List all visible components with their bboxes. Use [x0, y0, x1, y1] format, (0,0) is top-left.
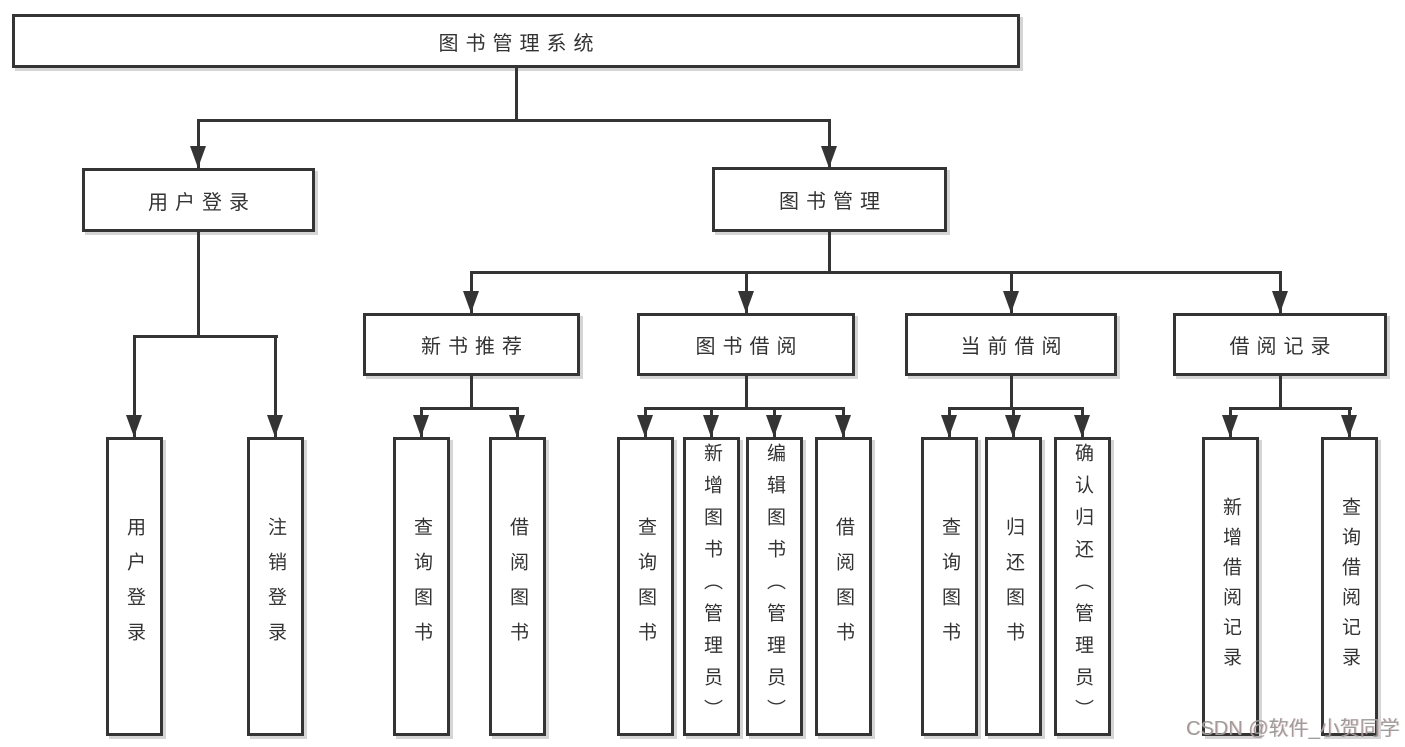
connector-currentborrow-stem	[1010, 376, 1013, 408]
connector-userlogin-stem	[197, 232, 200, 336]
connector-userlogin-branch	[133, 335, 278, 338]
leaf-borrow-books-recommend: 借阅图书	[489, 437, 546, 736]
arrowhead-down-icon	[1003, 291, 1019, 313]
leaf-query-borrow-record: 查询借阅记录	[1321, 437, 1378, 736]
connector-root-branch	[197, 119, 831, 122]
node-label: 当前借阅	[960, 336, 1069, 358]
node-label: 借阅记录	[1229, 336, 1338, 358]
arrowhead-down-icon	[821, 146, 837, 168]
node-book-management: 图书管理	[712, 167, 947, 232]
connector-borrowrecords-stem	[1279, 376, 1282, 408]
leaf-query-books-borrowing: 查询图书	[617, 437, 674, 736]
arrowhead-down-icon	[738, 291, 754, 313]
leaf-label: 确认归还（管理员）	[1072, 442, 1093, 731]
connector-bookmgmt-branch	[470, 271, 1282, 274]
leaf-borrow-books-borrowing: 借阅图书	[815, 437, 872, 736]
connector-newbook-stem	[470, 376, 473, 408]
csdn-watermark: CSDN @软件_小贺同学	[1186, 718, 1400, 740]
leaf-label: 新增借阅记录	[1220, 496, 1241, 677]
connector-drop-leaf	[133, 336, 136, 437]
leaf-query-books-recommend: 查询图书	[393, 437, 450, 736]
leaf-label: 查询借阅记录	[1339, 496, 1360, 677]
node-label: 用户登录	[148, 191, 256, 214]
arrowhead-down-icon	[1074, 415, 1090, 437]
connector-borrowrecords-branch	[1229, 407, 1352, 410]
node-label: 图书借阅	[695, 336, 804, 358]
arrowhead-down-icon	[1005, 415, 1021, 437]
leaf-label: 注销登录	[265, 516, 286, 657]
arrowhead-down-icon	[190, 146, 206, 168]
leaf-label: 归还图书	[1003, 516, 1024, 657]
arrowhead-down-icon	[413, 415, 429, 437]
arrowhead-down-icon	[703, 415, 719, 437]
leaf-label: 借阅图书	[507, 516, 528, 657]
connector-drop-book-management	[828, 120, 831, 168]
arrowhead-down-icon	[267, 415, 283, 437]
leaf-confirm-return-admin: 确认归还（管理员）	[1054, 437, 1111, 736]
connector-newbook-branch	[420, 407, 519, 410]
leaf-logout: 注销登录	[247, 437, 304, 736]
leaf-label: 查询图书	[939, 516, 960, 657]
leaf-user-login: 用户登录	[106, 437, 163, 736]
connector-currentborrow-branch	[948, 407, 1084, 410]
leaf-label: 新增图书（管理员）	[701, 442, 722, 731]
arrowhead-down-icon	[766, 415, 782, 437]
connector-drop-user-login	[197, 120, 200, 168]
arrowhead-down-icon	[1272, 291, 1288, 313]
arrowhead-down-icon	[835, 415, 851, 437]
leaf-label: 编辑图书（管理员）	[764, 442, 785, 731]
arrowhead-down-icon	[1341, 415, 1357, 437]
arrowhead-down-icon	[1222, 415, 1238, 437]
leaf-label: 借阅图书	[833, 516, 854, 657]
node-current-borrowing: 当前借阅	[905, 313, 1117, 376]
connector-drop-leaf	[274, 336, 277, 437]
leaf-label: 查询图书	[635, 516, 656, 657]
arrowhead-down-icon	[126, 415, 142, 437]
arrowhead-down-icon	[941, 415, 957, 437]
connector-bookborrow-branch	[644, 407, 845, 410]
node-user-login: 用户登录	[82, 168, 315, 232]
leaf-query-books-current: 查询图书	[921, 437, 978, 736]
node-label: 新书推荐	[421, 336, 529, 358]
node-library-management-system: 图书管理系统	[12, 14, 1020, 68]
leaf-label: 用户登录	[124, 516, 145, 657]
node-label: 图书管理系统	[438, 32, 601, 55]
leaf-add-borrow-record: 新增借阅记录	[1202, 437, 1259, 736]
connector-bookborrow-stem	[745, 376, 748, 408]
leaf-add-books-admin: 新增图书（管理员）	[683, 437, 740, 736]
connector-bookmgmt-stem	[828, 232, 831, 272]
connector-root-stem	[515, 68, 518, 120]
node-label: 图书管理	[779, 191, 887, 213]
leaf-return-books: 归还图书	[985, 437, 1042, 736]
leaf-label: 查询图书	[411, 516, 432, 657]
leaf-edit-books-admin: 编辑图书（管理员）	[746, 437, 803, 736]
node-new-book-recommendation: 新书推荐	[363, 313, 580, 376]
arrowhead-down-icon	[463, 291, 479, 313]
arrowhead-down-icon	[509, 415, 525, 437]
node-book-borrowing: 图书借阅	[637, 313, 855, 376]
node-borrowing-records: 借阅记录	[1173, 313, 1387, 376]
arrowhead-down-icon	[637, 415, 653, 437]
